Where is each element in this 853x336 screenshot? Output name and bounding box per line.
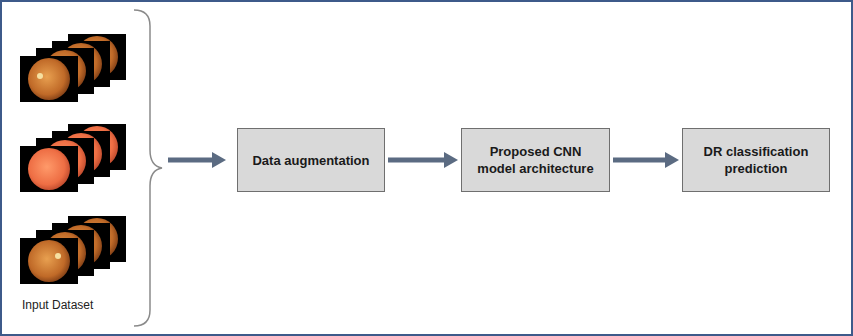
- process-box: Proposed CNN model architecture: [461, 128, 610, 192]
- arrow-head: [444, 152, 458, 168]
- arrow-shaft: [613, 158, 667, 163]
- flow-arrow: [613, 152, 679, 168]
- process-box: DR classification prediction: [682, 128, 830, 192]
- fundus-stack: [20, 34, 126, 102]
- bracket: [134, 10, 162, 326]
- dataset-label: Input Dataset: [22, 298, 93, 312]
- box-label: DR classification prediction: [696, 143, 816, 177]
- flow-arrow: [388, 152, 458, 168]
- process-box: Data augmentation: [237, 128, 385, 192]
- box-label: Data augmentation: [252, 152, 369, 169]
- box-label: Proposed CNN model architecture: [476, 143, 596, 177]
- fundus-stack: [20, 124, 126, 192]
- fundus-stack: [20, 216, 126, 284]
- input-arrow: [168, 152, 226, 168]
- arrow-head: [665, 152, 679, 168]
- arrow-shaft: [388, 158, 446, 163]
